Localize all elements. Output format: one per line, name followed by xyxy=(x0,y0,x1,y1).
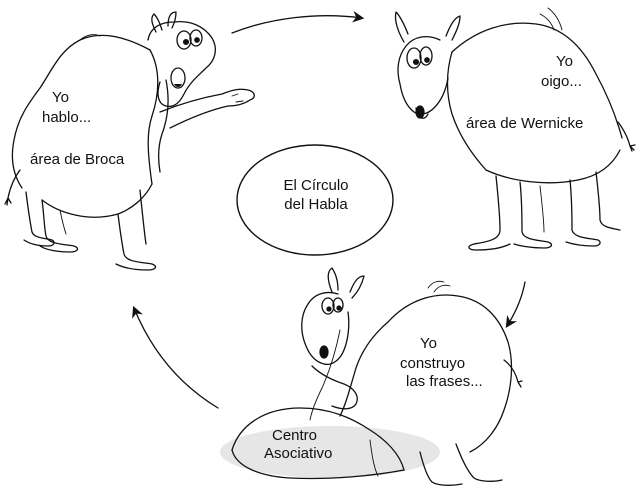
center-title-line-1: El Círculo xyxy=(283,177,349,194)
asociativo-speech-line-3: las frases... xyxy=(406,373,483,390)
camel-asociativo-drawing xyxy=(220,267,523,486)
broca-speech-line-2: hablo... xyxy=(42,109,92,126)
center-title-line-2: del Habla xyxy=(284,196,348,213)
asociativo-area-line-2: Asociativo xyxy=(264,445,333,462)
camel-broca-drawing xyxy=(4,11,255,271)
wernicke-speech-line-2: oigo... xyxy=(541,73,582,90)
wernicke-area-label: área de Wernicke xyxy=(466,115,584,132)
arrow-wernicke-to-asociativo xyxy=(505,281,526,328)
asociativo-area-line-1: Centro xyxy=(272,427,318,444)
center-ellipse xyxy=(236,144,394,256)
broca-area-label: área de Broca xyxy=(30,151,125,168)
wernicke-speech-line-1: Yo xyxy=(556,53,573,70)
camel-wernicke-drawing xyxy=(394,7,636,251)
asociativo-speech-line-2: construyo xyxy=(400,355,466,372)
center-title: El Círculo del Habla xyxy=(268,176,364,214)
arrow-broca-to-wernicke xyxy=(231,10,365,34)
arrow-asociativo-to-broca xyxy=(132,305,219,409)
broca-speech-line-1: Yo xyxy=(52,89,69,106)
asociativo-speech-line-1: Yo xyxy=(420,335,437,352)
